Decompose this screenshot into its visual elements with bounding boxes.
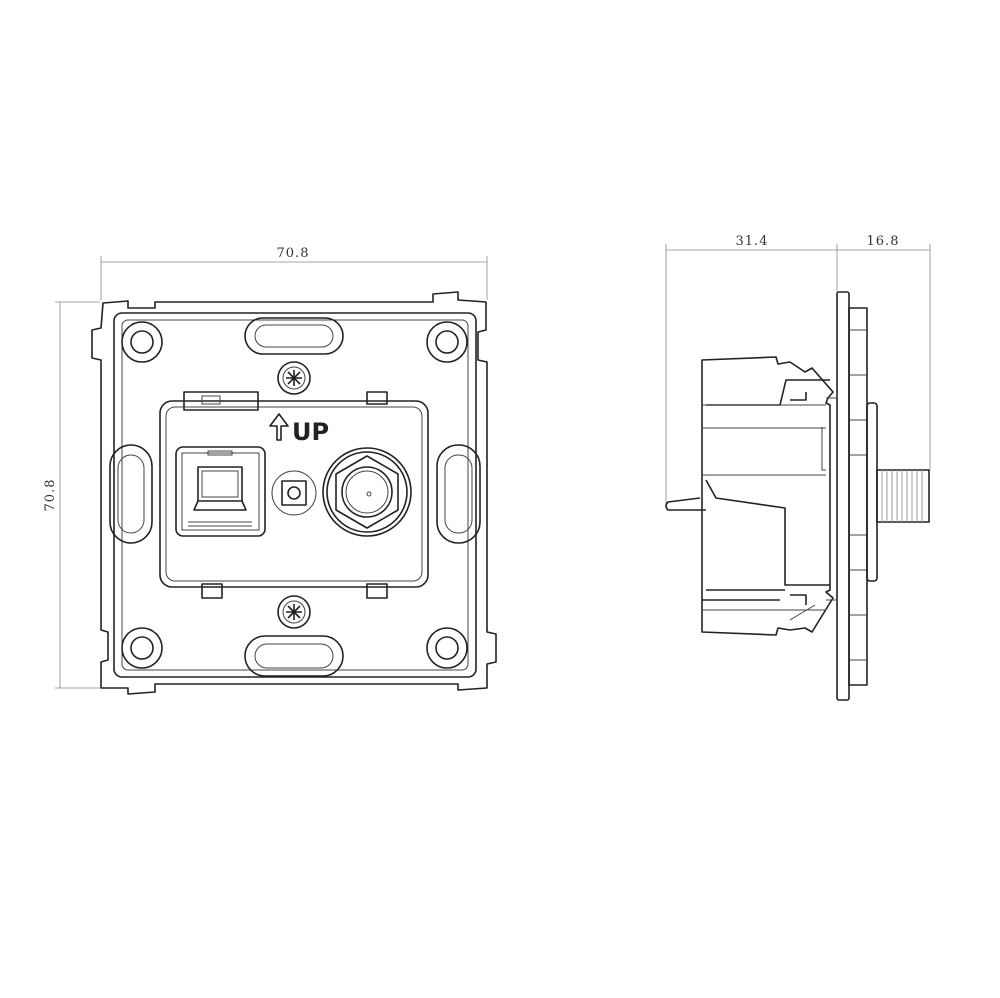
front-plate — [848, 307, 868, 686]
rj45-socket-icon — [175, 446, 266, 537]
frame-plate — [836, 291, 850, 701]
coax-connector-icon — [322, 447, 412, 537]
indicator-led-icon — [271, 470, 317, 516]
socket-body — [665, 356, 836, 636]
screw-icon — [277, 361, 311, 395]
socket-module — [159, 400, 429, 588]
inner-plate — [113, 312, 477, 678]
side-depth-dimensions: 31.4 16.8 — [665, 234, 931, 505]
front-height-label: 70.8 — [43, 479, 58, 512]
screw-icon — [277, 595, 311, 629]
up-label: UP — [292, 418, 329, 446]
front-width-dimension: 70.8 — [100, 246, 488, 300]
up-arrow-icon — [269, 413, 289, 441]
corner-mounting-holes — [121, 321, 468, 669]
mounting-frame-outline — [91, 291, 497, 695]
side-view — [665, 291, 930, 701]
module-clips — [183, 391, 388, 599]
threaded-f-connector — [876, 469, 930, 523]
front-width-label: 70.8 — [277, 246, 310, 261]
front-height-dimension: 70.8 — [43, 301, 100, 689]
mounting-slots — [109, 317, 481, 677]
front-depth-label: 16.8 — [867, 234, 900, 249]
body-depth-label: 31.4 — [736, 234, 769, 249]
front-view: UP — [91, 291, 497, 695]
